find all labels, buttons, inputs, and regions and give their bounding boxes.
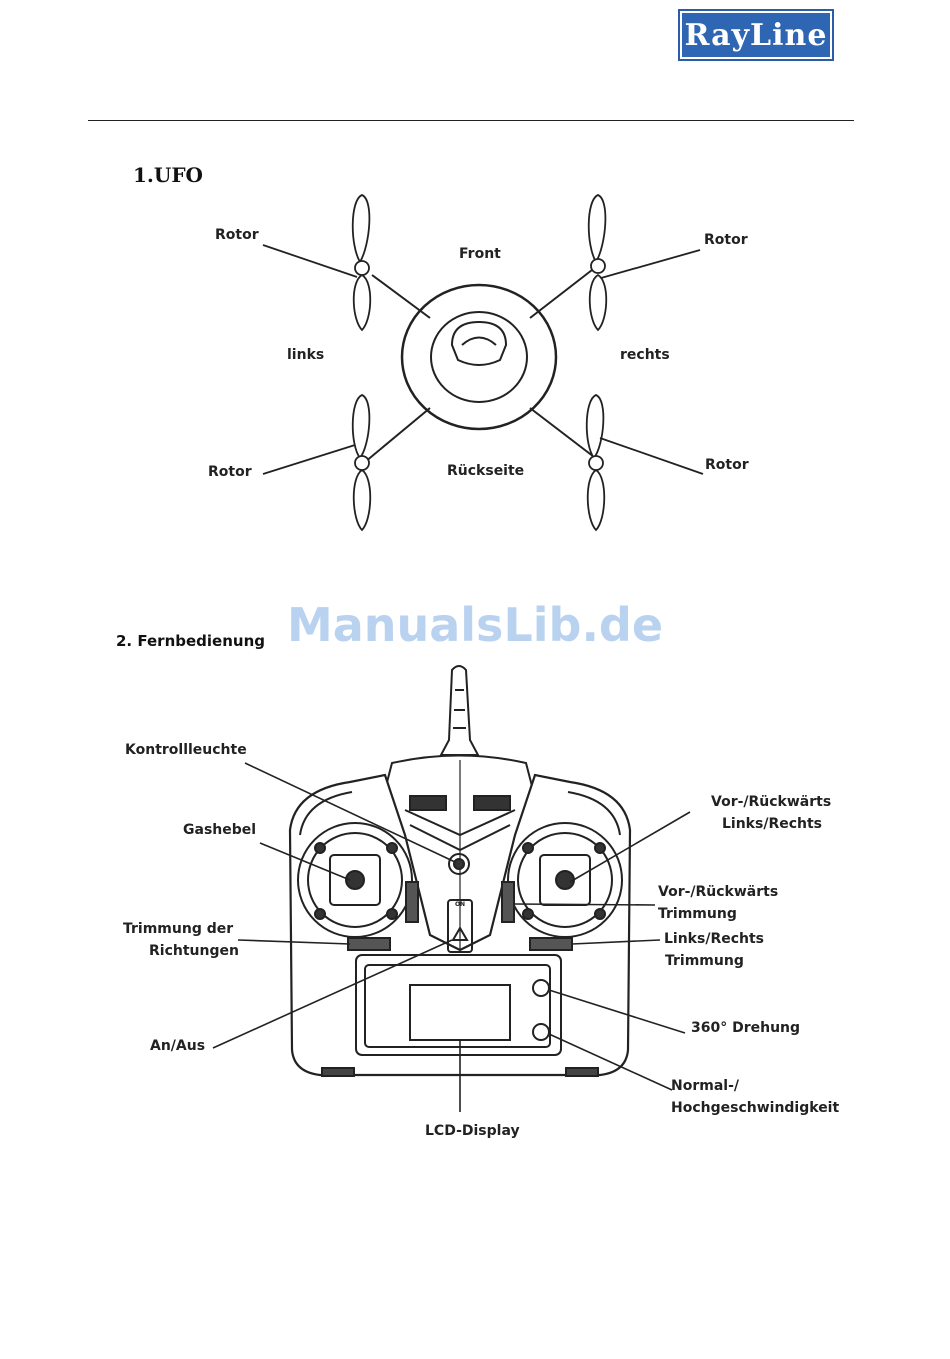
label-rotor-top-right: Rotor [704, 229, 748, 251]
leader-speed [549, 1034, 672, 1090]
arm-top-right [530, 270, 592, 318]
blade-br-top [587, 395, 604, 458]
right-stick-gimbal [540, 855, 590, 905]
blade-tl-bottom [354, 275, 371, 330]
label-front: Front [459, 243, 501, 265]
right-horizontal-trim [530, 938, 572, 950]
label-vor-rueck-trim-1: Vor-/Rückwärts [658, 881, 778, 903]
remote-body [290, 775, 630, 1075]
body-edge-left [300, 792, 352, 835]
section-title-remote: 2. Fernbedienung [116, 632, 265, 650]
label-rueckseite: Rückseite [447, 460, 524, 482]
right-stick-ring [508, 823, 622, 937]
leader-kontrollleuchte [245, 763, 455, 862]
label-rotor-bottom-right: Rotor [705, 454, 749, 476]
arm-top-left [372, 275, 430, 318]
label-gashebel: Gashebel [183, 819, 256, 841]
left-stick-ring [298, 823, 412, 937]
blade-tr-top [589, 195, 606, 262]
arm-bottom-left [365, 408, 430, 462]
label-links-rechts-trim-2: Trimmung [665, 950, 744, 972]
label-drehung: 360° Drehung [691, 1017, 800, 1039]
label-links-rechts-trim-1: Links/Rechts [664, 928, 764, 950]
ufo-dome-inner [462, 338, 496, 346]
bottom-panel-inner [365, 965, 550, 1047]
leader-rotor-br [600, 438, 703, 474]
label-rechts: rechts [620, 344, 670, 366]
section-title-ufo: 1.UFO [133, 163, 203, 187]
arm-bottom-right [530, 408, 598, 460]
vent-left [410, 796, 446, 810]
left-stick [346, 871, 364, 889]
label-trimmung-richtungen-1: Trimmung der [123, 918, 233, 940]
leader-vor-rueck-trim [514, 904, 655, 905]
chevron-1 [405, 810, 515, 835]
rotation-button [533, 980, 549, 996]
logo-text: RayLine [682, 13, 830, 57]
blade-tl-top [353, 195, 370, 262]
label-an-aus: An/Aus [150, 1035, 205, 1057]
header-rule [88, 120, 854, 121]
top-handle [385, 756, 533, 791]
hub-br [589, 456, 603, 470]
speed-button [533, 1024, 549, 1040]
leader-an-aus [213, 940, 452, 1048]
leader-trimmung-richtungen [238, 940, 350, 944]
ufo-body-inner [431, 312, 527, 402]
label-vor-rueck-trim-2: Trimmung [658, 903, 737, 925]
foot-right [566, 1068, 598, 1076]
right-stick [556, 871, 574, 889]
blade-bl-top [353, 395, 370, 458]
label-links: links [287, 344, 324, 366]
label-speed-2: Hochgeschwindigkeit [671, 1097, 839, 1119]
label-lcd-display: LCD-Display [425, 1120, 520, 1142]
hub-tl [355, 261, 369, 275]
left-stick-gimbal [330, 855, 380, 905]
right-stick-ring-inner [518, 833, 612, 927]
leader-rotor-tr [601, 250, 700, 278]
left-horizontal-trim [348, 938, 390, 950]
label-kontrollleuchte: Kontrollleuchte [125, 739, 247, 761]
body-edge-right [568, 792, 620, 835]
switch-arrow-icon [453, 928, 467, 940]
hub-tr [591, 259, 605, 273]
switch-on-label: ON [452, 900, 468, 910]
chevron-2 [410, 825, 510, 850]
leader-rotor-bl [263, 445, 355, 474]
leader-drehung [549, 990, 685, 1033]
indicator-light [449, 854, 469, 874]
blade-tr-bottom [590, 275, 607, 330]
label-vor-rueck-1: Vor-/Rückwärts [711, 791, 831, 813]
leader-gashebel [260, 843, 350, 880]
right-vertical-trim [502, 882, 514, 922]
bottom-panel [356, 955, 561, 1055]
leader-links-rechts-trim [572, 940, 660, 944]
ufo-dome [452, 322, 506, 365]
hub-bl [355, 456, 369, 470]
left-stick-ring-inner [308, 833, 402, 927]
leader-rotor-tl [263, 245, 357, 277]
rayline-logo: RayLine [678, 9, 834, 61]
vent-right [474, 796, 510, 810]
label-trimmung-richtungen-2: Richtungen [149, 940, 239, 962]
blade-bl-bottom [354, 470, 371, 530]
foot-left [322, 1068, 354, 1076]
ufo-body-outer [402, 285, 556, 429]
leader-vor-rueck [570, 812, 690, 882]
left-vertical-trim [406, 882, 418, 922]
antenna [441, 666, 478, 755]
label-rotor-bottom-left: Rotor [208, 461, 252, 483]
label-vor-rueck-2: Links/Rechts [722, 813, 822, 835]
label-speed-1: Normal-/ [671, 1075, 739, 1097]
lcd-display [410, 985, 510, 1040]
blade-br-bottom [588, 470, 605, 530]
label-rotor-top-left: Rotor [215, 224, 259, 246]
